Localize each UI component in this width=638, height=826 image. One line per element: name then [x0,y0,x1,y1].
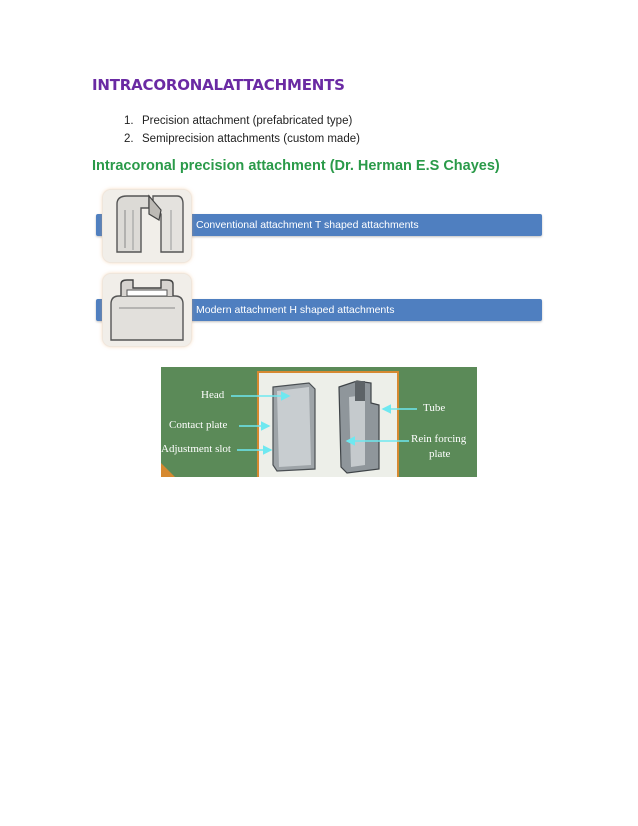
list-item: 2. Semiprecision attachments (custom made… [124,130,360,148]
reinforcing-label: Rein forcing [411,433,467,445]
head-label: Head [201,389,225,401]
contact-plate-label: Contact plate [169,419,228,431]
modern-attachment-bar: Modern attachment H shaped attachments [96,299,542,321]
list-item: 1. Precision attachment (prefabricated ty… [124,112,360,130]
section-heading: Intracoronal precision attachment (Dr. H… [92,158,500,174]
plate-label: plate [429,448,451,460]
list-number: 1. [124,115,134,127]
attachment-types-list: 1. Precision attachment (prefabricated ty… [124,112,360,148]
page-title: INTRACORONALATTACHMENTS [92,76,345,94]
figure-corner-accent [161,463,175,477]
h-shaped-attachment-image [103,274,191,346]
tube-label: Tube [423,402,446,414]
bar-label: Modern attachment H shaped attachments [196,304,395,316]
list-number: 2. [124,133,134,145]
attachment-photo [257,371,399,477]
list-text: Semiprecision attachments (custom made) [142,133,360,145]
list-text: Precision attachment (prefabricated type… [142,115,353,127]
t-shaped-attachment-image [103,190,191,262]
adjustment-slot-label: Adjustment slot [161,443,231,455]
attachment-diagram: Head Contact plate Adjustment slot Tube … [161,367,477,477]
bar-label: Conventional attachment T shaped attachm… [196,219,419,231]
conventional-attachment-bar: Conventional attachment T shaped attachm… [96,214,542,236]
